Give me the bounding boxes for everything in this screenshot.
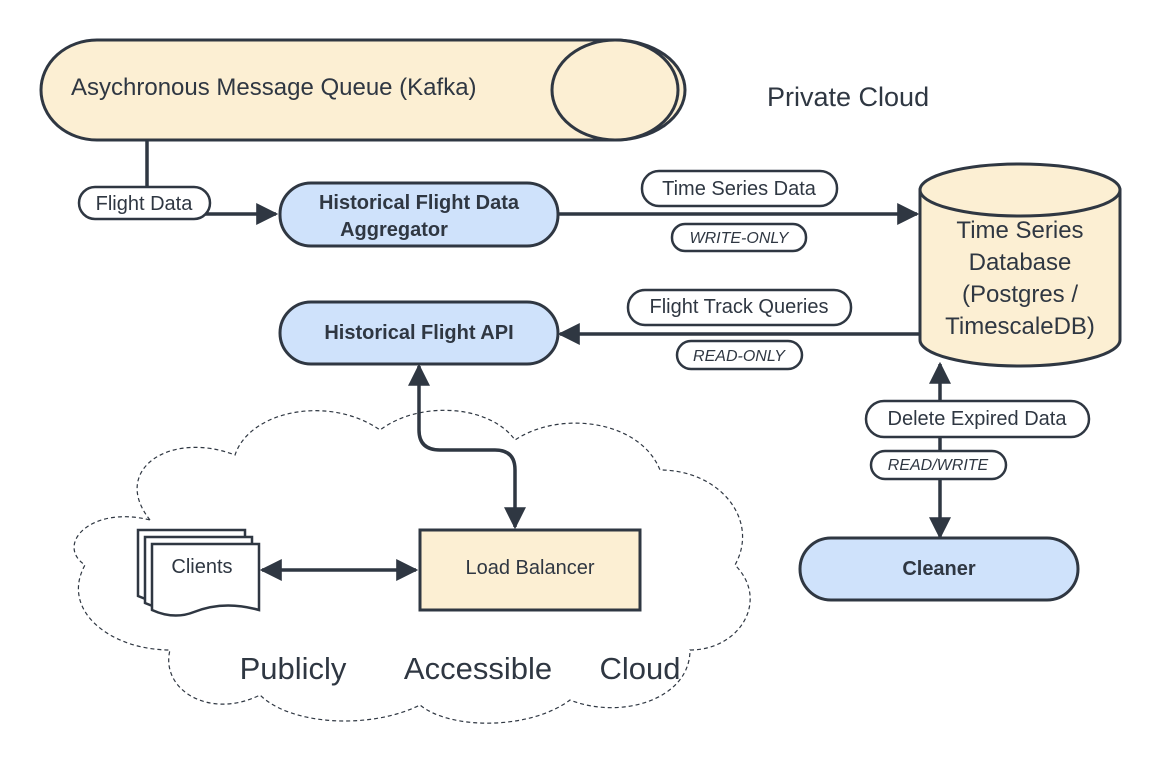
read-write-text: READ/WRITE: [888, 457, 989, 474]
time-series-data-edge-label: Time Series Data: [640, 169, 839, 208]
flight-track-queries-edge-label: Flight Track Queries: [626, 288, 853, 327]
database-label-line2: Database: [969, 249, 1072, 276]
edge-api-load-balancer: [408, 363, 526, 530]
write-only-text: WRITE-ONLY: [690, 230, 790, 247]
clients-node[interactable]: Clients: [136, 528, 261, 617]
api-node[interactable]: Historical Flight API: [278, 300, 560, 366]
flight-data-edge-label: Flight Data: [77, 185, 212, 221]
public-cloud-word-1: Publicly: [240, 651, 347, 686]
write-only-edge-label: WRITE-ONLY: [670, 222, 808, 253]
database-label-line4: TimescaleDB): [945, 313, 1095, 340]
aggregator-label-line2: Aggregator: [340, 219, 448, 241]
read-write-edge-label: READ/WRITE: [869, 449, 1008, 481]
load-balancer-node[interactable]: Load Balancer: [418, 528, 642, 612]
cleaner-label: Cleaner: [902, 558, 976, 580]
read-only-text: READ-ONLY: [693, 348, 786, 365]
public-cloud-word-2: Accessible: [404, 651, 552, 686]
public-cloud-word-3: Cloud: [600, 651, 681, 686]
delete-expired-data-edge-label: Delete Expired Data: [864, 399, 1091, 439]
message-queue-node[interactable]: Asychronous Message Queue (Kafka): [39, 38, 687, 142]
aggregator-label-line1: Historical Flight Data: [319, 192, 520, 214]
public-cloud-shape: [73, 409, 751, 724]
cleaner-node[interactable]: Cleaner: [798, 536, 1080, 602]
read-only-edge-label: READ-ONLY: [675, 339, 804, 371]
database-label-line1: Time Series: [956, 217, 1083, 244]
time-series-data-text: Time Series Data: [662, 178, 817, 200]
database-node[interactable]: Time Series Database (Postgres / Timesca…: [918, 162, 1122, 368]
message-queue-label: Asychronous Message Queue (Kafka): [71, 74, 477, 101]
api-label: Historical Flight API: [324, 322, 513, 344]
aggregator-node[interactable]: Historical Flight Data Aggregator: [278, 181, 560, 248]
private-cloud-label: Private Cloud: [767, 82, 929, 112]
clients-label: Clients: [171, 556, 232, 578]
flight-data-text: Flight Data: [96, 193, 194, 215]
load-balancer-label: Load Balancer: [466, 557, 595, 579]
database-label-line3: (Postgres /: [962, 281, 1078, 308]
delete-expired-data-text: Delete Expired Data: [888, 408, 1068, 430]
flight-track-queries-text: Flight Track Queries: [650, 296, 829, 318]
